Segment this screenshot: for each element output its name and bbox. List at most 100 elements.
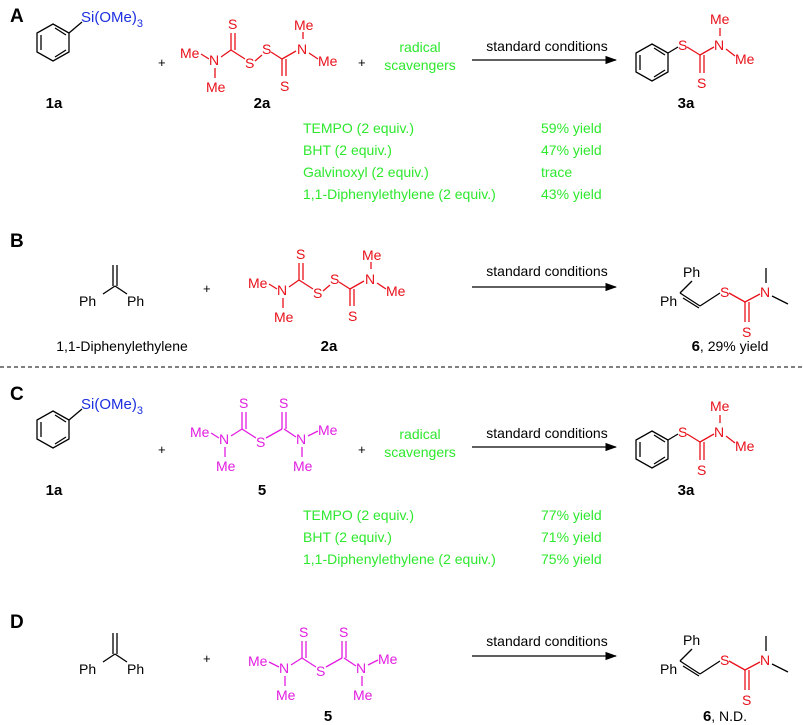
plus-sign: + [358,55,366,70]
scavenger-name: 1,1-Diphenylethylene (2 equiv.) [303,551,496,567]
sulfur-label: S [313,285,322,301]
additive-line-2: scavengers [384,444,456,460]
tetramethylthiuram-disulfide: Me N Me S S S S N Me Me [248,246,406,325]
nitrogen-label: N [296,431,306,447]
bis-dimethylthiocarbamoyl-sulfide: Me N Me S S S N Me Me [190,395,338,474]
scavenger-name: BHT (2 equiv.) [303,142,392,158]
additive-line-1: radical [399,426,440,442]
methyl-label: Me [216,458,236,474]
plus-sign: + [203,651,211,666]
panel-label-a: A [10,6,24,27]
sulfur-label: S [339,624,348,640]
methyl-label: Me [206,79,226,95]
silane-group-label: Si(OMe)3 [81,9,143,30]
product-3a: S S N Me Me [635,11,755,91]
panel-c: C Si(OMe)3 1a + Me N Me S S S [10,384,755,567]
panel-b: B Ph Ph 1,1-Diphenylethylene + Me N Me S… [10,231,789,355]
scavenger-result: 47% yield [541,142,602,158]
silane-group-label: Si(OMe)3 [81,396,143,417]
methyl-label: Me [735,438,755,454]
compound-id-3a: 3a [678,482,695,499]
scavenger-result: 59% yield [541,120,602,136]
nitrogen-label: N [209,52,219,68]
sulfur-label: S [239,395,248,411]
scavenger-name: Galvinoxyl (2 equiv.) [303,164,429,180]
nitrogen-label: N [365,271,375,287]
sulfur-label: S [742,692,751,708]
reaction-conditions: standard conditions [486,263,607,279]
plus-sign: + [358,442,366,457]
methyl-label: Me [710,398,730,414]
scavenger-result: 71% yield [541,529,602,545]
tetramethylthiuram-disulfide: Me N Me S S S S N Me Me [180,16,338,95]
methyl-label: Me [318,422,338,438]
sulfur-label: S [280,78,289,94]
sulfur-label: S [316,663,325,679]
sulfur-label: S [330,271,339,287]
methyl-label: Me [735,51,755,67]
methyl-label: Me [294,17,314,33]
sulfur-label: S [262,41,271,57]
compound-id-5: 5 [324,708,332,725]
scavenger-result: 77% yield [541,507,602,523]
compound-id-1a: 1a [46,95,63,112]
sulfur-label: S [720,284,729,300]
product-caption: 6, 29% yield [692,338,769,355]
methyl-label: Me [276,687,296,703]
panel-label-d: D [10,612,24,633]
phenyl-label: Ph [127,293,144,309]
compound-id-2a: 2a [321,338,338,355]
methyl-label: Me [353,687,373,703]
sulfur-label: S [299,624,308,640]
sulfur-label: S [228,16,237,32]
panel-label-b: B [10,231,24,252]
reagent-name: 1,1-Diphenylethylene [56,338,188,354]
methyl-label: Me [318,53,338,69]
methyl-label: Me [378,651,398,667]
compound-id-5: 5 [258,482,266,499]
sulfur-label: S [742,324,751,340]
nitrogen-label: N [714,37,724,53]
product-3a: S S N Me Me [635,398,755,478]
panel-label-c: C [10,384,24,405]
scavenger-name: BHT (2 equiv.) [303,529,392,545]
bis-dimethylthiocarbamoyl-sulfide: Me N Me S S S N Me Me [248,624,398,703]
sulfur-label: S [279,395,288,411]
compound-id-1a: 1a [46,482,63,499]
panel-a: A Si(OMe)3 1a + Me N Me S S S [10,6,755,202]
sulfur-label: S [348,308,357,324]
phenyl-label: Ph [683,632,700,648]
additive-line-2: scavengers [384,57,456,73]
compound-id-2a: 2a [254,95,271,112]
product-6: Ph Ph S S N [660,632,789,708]
diphenylethylene: Ph Ph [79,265,144,309]
sulfur-label: S [720,652,729,668]
scavenger-result: trace [541,164,572,180]
reaction-conditions: standard conditions [486,633,607,649]
methyl-label: Me [362,247,382,263]
phenyltrimethoxysilane: Si(OMe)3 [36,9,143,62]
nitrogen-label: N [760,652,770,668]
reaction-conditions: standard conditions [486,38,607,54]
nitrogen-label: N [297,41,307,57]
sulfur-label: S [245,55,254,71]
nitrogen-label: N [356,660,366,676]
scavenger-name: 1,1-Diphenylethylene (2 equiv.) [303,186,496,202]
phenyl-label: Ph [127,661,144,677]
nitrogen-label: N [714,424,724,440]
methyl-label: Me [710,11,730,27]
phenyl-label: Ph [683,264,700,280]
phenyl-label: Ph [660,661,677,677]
diphenylethylene: Ph Ph [79,633,144,677]
nitrogen-label: N [219,431,229,447]
nitrogen-label: N [279,660,289,676]
panel-d: D Ph Ph + Me N Me S S S N [10,612,789,725]
phenyl-label: Ph [79,661,96,677]
phenyltrimethoxysilane: Si(OMe)3 [36,396,143,449]
sulfur-label: S [256,434,265,450]
methyl-label: Me [180,45,200,61]
additive-line-1: radical [399,39,440,55]
compound-id-3a: 3a [678,95,695,112]
methyl-label: Me [190,424,210,440]
